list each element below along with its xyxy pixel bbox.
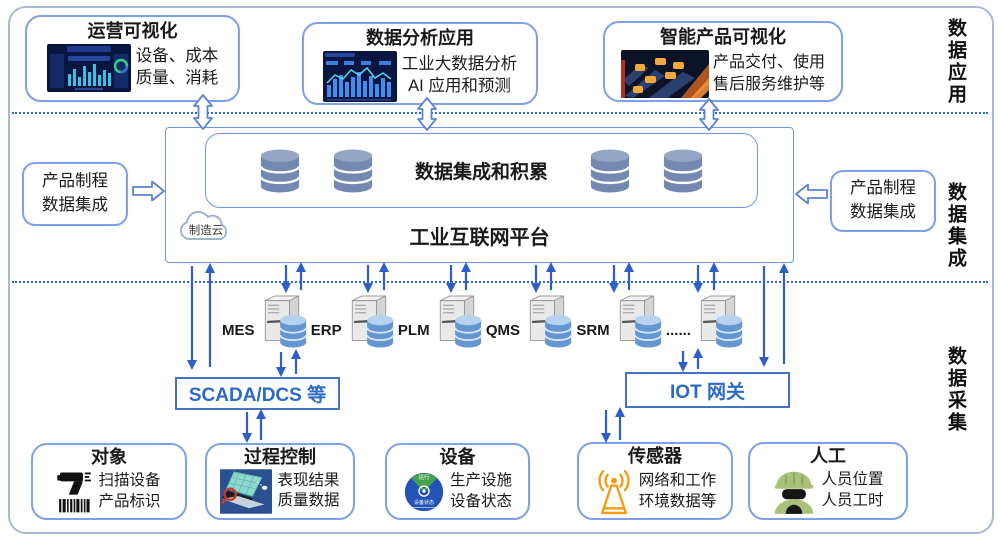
app-line: AI 应用和预测 [408,77,511,95]
app-line: 工业大数据分析 [401,55,518,74]
database-icon [332,149,374,192]
database-icon [589,149,631,192]
data-storage-box: 数据集成和积累 [205,133,758,208]
barcode-scanner-icon [57,472,92,513]
integration-line: 产品制程 [42,172,108,191]
source-title: 人工 [810,446,846,466]
server-database-icon [264,295,307,348]
source-line: 产品标识 [98,492,161,510]
equipment-status-icon: 运行 设备状态 [404,472,444,511]
gateway-label: SCADA/DCS 等 [188,385,327,406]
source-line: 表现结果 [277,471,340,489]
source-title: 对象 [91,447,127,467]
section-label-data-application: 数据应用 [945,18,966,106]
system-label: ERP [310,321,342,339]
storage-title: 数据集成和积累 [414,162,548,183]
worker-helmet-icon [775,471,814,514]
system-label: ...... [665,321,691,339]
section-label-data-integration: 数据集成 [945,182,966,270]
app-box-data-analysis: 数据分析应用 工业大数据分析 AI [302,22,538,105]
source-title: 过程控制 [244,447,316,467]
app-title: 智能产品可视化 [660,27,786,47]
system-label: MES [222,321,255,339]
source-line: 质量数据 [277,492,340,510]
analytics-dashboard-image [322,50,397,102]
source-line: 网络和工作 [638,472,717,490]
equipment-badge-bottom: 设备状态 [414,499,434,506]
operations-dashboard-image [46,43,131,92]
source-title: 传感器 [628,446,682,466]
source-line: 人员工时 [821,491,884,509]
source-box-worker: 人工 人员位置 人员工时 [748,442,908,520]
sensor-antenna-icon [598,469,630,514]
server-database-icon [700,295,744,348]
source-line: 设备状态 [449,492,512,510]
scada-dcs-gateway-box: SCADA/DCS 等 [175,377,340,410]
app-box-smart-product: 智能产品可视化 [603,21,843,102]
industrial-internet-platform-box: 数据集成和积累 制造云 工业互联网平台 [165,127,794,263]
database-icon [662,149,704,192]
source-box-equipment: 设备 运行 设备状态 生产设施 设备状态 [385,443,530,520]
business-systems-row: MES ERP PLM [222,291,744,353]
app-line: 设备、成本 [135,46,219,65]
source-line: 扫描设备 [98,472,161,490]
source-line: 环境数据等 [638,492,717,510]
database-icon [259,149,301,192]
system-label: PLM [397,321,430,339]
laptop-analysis-icon [220,468,273,514]
server-database-icon [351,295,394,348]
smart-product-photo-image [620,49,709,98]
source-box-sensor: 传感器 网络和工作 环境数据等 [577,442,733,520]
manufacturing-cloud-icon: 制造云 [180,210,228,240]
system-label: SRM [576,321,610,339]
section-label-data-collection: 数据采集 [945,346,966,434]
server-unit: PLM [398,293,483,351]
source-box-object: 对象 扫描设备 产品标识 [31,443,187,520]
server-database-icon [619,295,662,348]
app-line: 售后服务维护等 [712,75,825,93]
integration-line: 数据集成 [850,203,916,221]
app-title: 数据分析应用 [366,28,474,48]
diagram-outer-frame [8,6,994,534]
server-unit: MES [222,293,308,351]
app-line: 产品交付、使用 [712,54,825,72]
app-line: 质量、消耗 [135,68,219,87]
source-line: 生产设施 [449,472,512,490]
source-title: 设备 [439,447,476,467]
source-line: 人员位置 [821,471,884,489]
gateway-label: IOT 网关 [670,381,745,403]
equipment-badge-top: 运行 [419,473,430,481]
section-divider-bottom [12,281,988,283]
app-title: 运营可视化 [87,21,178,41]
section-divider-top [12,112,988,114]
source-box-process-control: 过程控制 表现结果 质量数据 [205,443,355,520]
iot-gateway-box: IOT 网关 [625,372,790,408]
server-unit: ERP [311,293,395,351]
server-database-icon [529,295,573,348]
server-unit: ...... [666,293,744,351]
integration-box-right: 产品制程 数据集成 [830,170,936,232]
server-unit: SRM [576,293,662,351]
integration-box-left: 产品制程 数据集成 [22,162,128,226]
integration-line: 产品制程 [850,179,916,198]
platform-title: 工业互联网平台 [409,227,550,249]
server-database-icon [439,295,482,348]
integration-line: 数据集成 [42,196,108,214]
system-label: QMS [485,321,521,339]
server-unit: QMS [486,293,573,351]
app-box-operations: 运营可视化 设备、成本 质 [25,15,240,102]
cloud-label: 制造云 [189,223,224,237]
